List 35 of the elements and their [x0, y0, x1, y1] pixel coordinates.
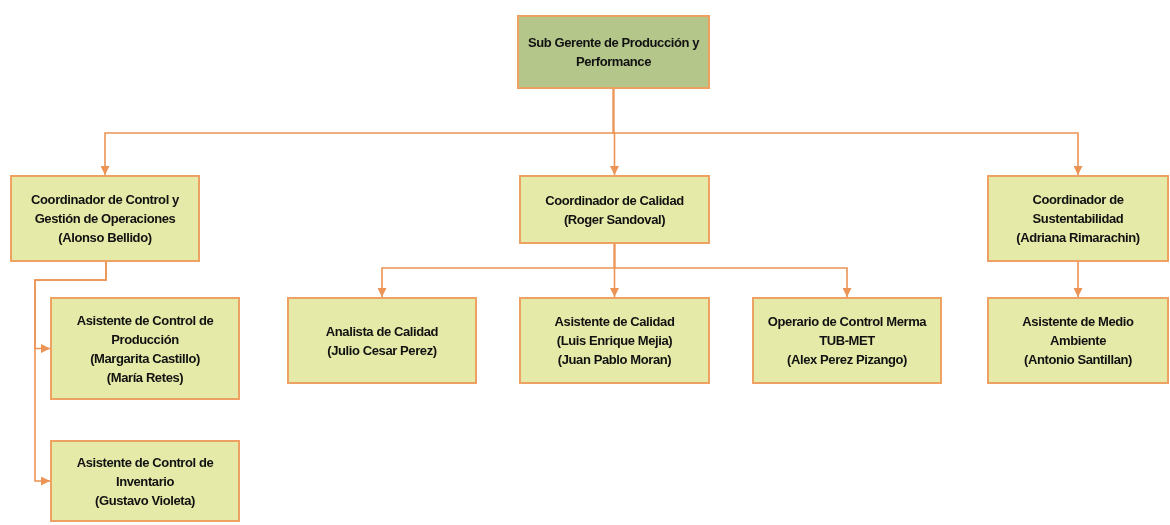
- connector-arrow: [34, 261, 107, 486]
- person-name: (Luis Enrique Mejia): [556, 332, 673, 350]
- role-title: Sub Gerente de Producción y Performance: [526, 34, 701, 71]
- role-box: [287, 297, 477, 384]
- person-name: (Roger Sandoval): [563, 210, 666, 229]
- role-title: Asistente de Calidad: [554, 313, 675, 331]
- role-title: Analista de Calidad: [325, 322, 439, 341]
- role-title: Coordinador de Sustentabilidad: [1031, 191, 1125, 228]
- person-name: (Alex Perez Pizango): [787, 351, 907, 369]
- role-box: [50, 440, 240, 522]
- role-box: [987, 297, 1169, 384]
- person-name: (Adriana Rimarachin): [1016, 229, 1140, 247]
- role-box: [50, 297, 240, 400]
- role-title: Asistente de Control de Producción: [75, 311, 215, 349]
- manager-box: [517, 15, 710, 89]
- role-box: [987, 175, 1169, 262]
- role-box: [10, 175, 200, 262]
- role-title: Coordinador de Calidad: [545, 191, 684, 210]
- person-name: (Margarita Castillo): [90, 349, 200, 368]
- role-title: Operario de Control Merma TUB-MET: [766, 313, 928, 350]
- role-title: Asistente de Medio Ambiente: [1021, 313, 1135, 350]
- person-name: (Antonio Santillan): [1024, 351, 1132, 369]
- person-name: (Julio Cesar Perez): [327, 341, 437, 360]
- connector-arrow: [1073, 261, 1083, 298]
- role-box: [519, 297, 710, 384]
- person-name: (María Retes): [106, 368, 184, 387]
- role-title: Asistente de Control de Inventario: [75, 453, 215, 491]
- connector-arrow: [613, 243, 852, 298]
- role-box: [752, 297, 942, 384]
- person-name: (Alonso Bellido): [58, 229, 152, 247]
- role-box: [519, 175, 710, 244]
- role-title: Coordinador de Control y Gestión de Operaciones: [30, 191, 180, 228]
- person-name: (Juan Pablo Moran): [557, 351, 672, 369]
- person-name: (Gustavo Violeta): [95, 491, 195, 510]
- connector-arrow: [612, 88, 1083, 176]
